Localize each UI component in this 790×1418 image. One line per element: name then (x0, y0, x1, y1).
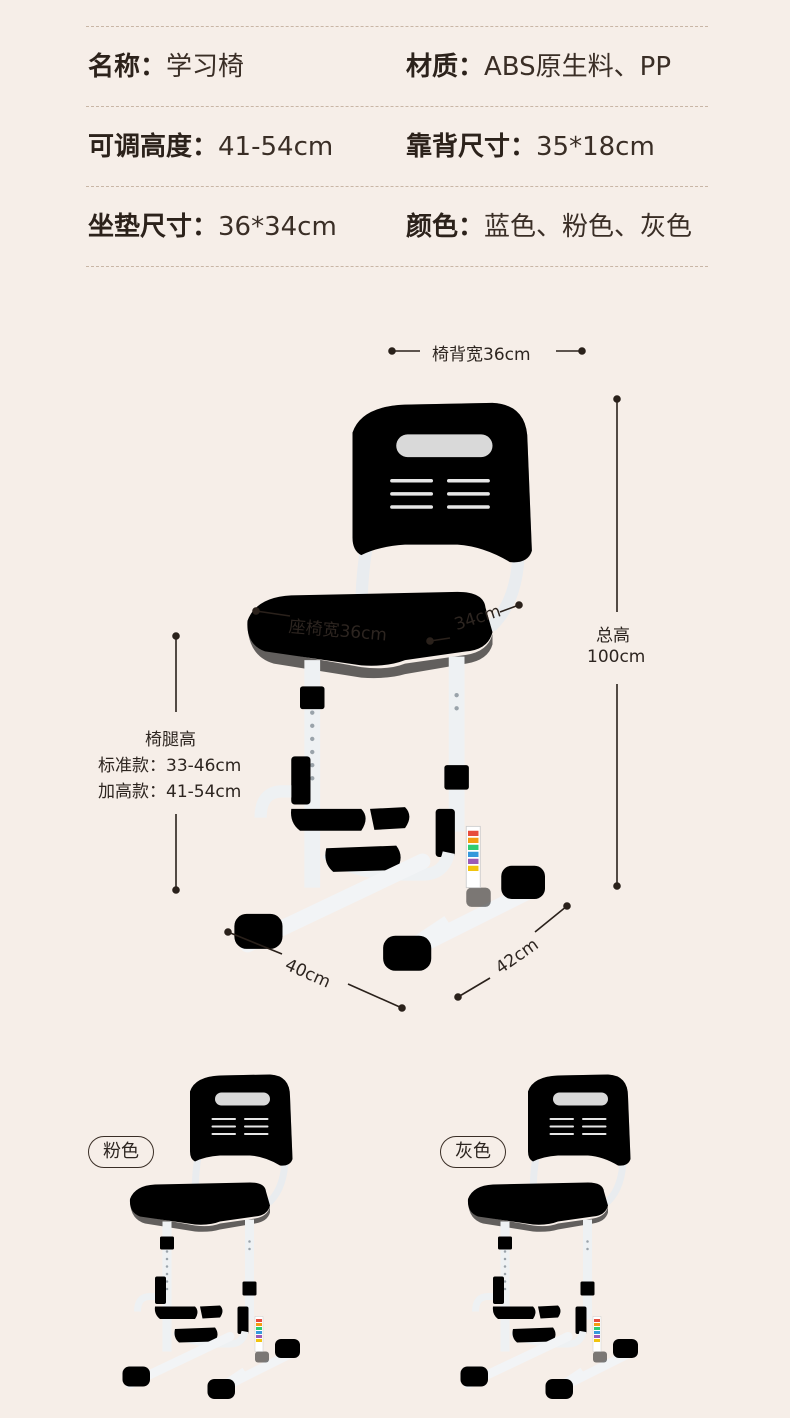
gray-variant-tag: 灰色 (440, 1136, 506, 1168)
pink-variant-tag: 粉色 (88, 1136, 154, 1168)
spec-row-1: 名称：学习椅 材质：ABS原生料、PP (86, 26, 708, 107)
gray-chair (461, 1075, 639, 1400)
spec-row-2: 可调高度：41-54cm 靠背尺寸：35*18cm (86, 107, 708, 187)
blue-chair: .blue .c-main { fill: #8fd0e0; } .blue .… (234, 403, 545, 971)
spec-backrest-size: 靠背尺寸：35*18cm (406, 132, 655, 162)
spec-material: 材质：ABS原生料、PP (406, 52, 672, 82)
spec-name: 名称：学习椅 (88, 52, 245, 82)
spec-colors: 颜色：蓝色、粉色、灰色 (406, 212, 693, 242)
pink-chair (123, 1075, 301, 1400)
spec-row-3: 坐垫尺寸：36*34cm 颜色：蓝色、粉色、灰色 (86, 187, 708, 267)
leg-height-label: 椅腿高 (145, 730, 196, 750)
spec-table: 名称：学习椅 材质：ABS原生料、PP 可调高度：41-54cm 靠背尺寸：35… (86, 0, 708, 267)
spec-cushion-size: 坐垫尺寸：36*34cm (88, 212, 337, 242)
leg-height-standard: 标准款：33-46cm (98, 756, 242, 776)
leg-height-raised: 加高款：41-54cm (98, 782, 242, 802)
spec-adjustable-height: 可调高度：41-54cm (88, 132, 334, 162)
total-height-value: 100cm (587, 647, 646, 667)
backrest-width-label: 椅背宽36cm (432, 345, 531, 365)
total-height-label: 总高 (596, 626, 630, 646)
